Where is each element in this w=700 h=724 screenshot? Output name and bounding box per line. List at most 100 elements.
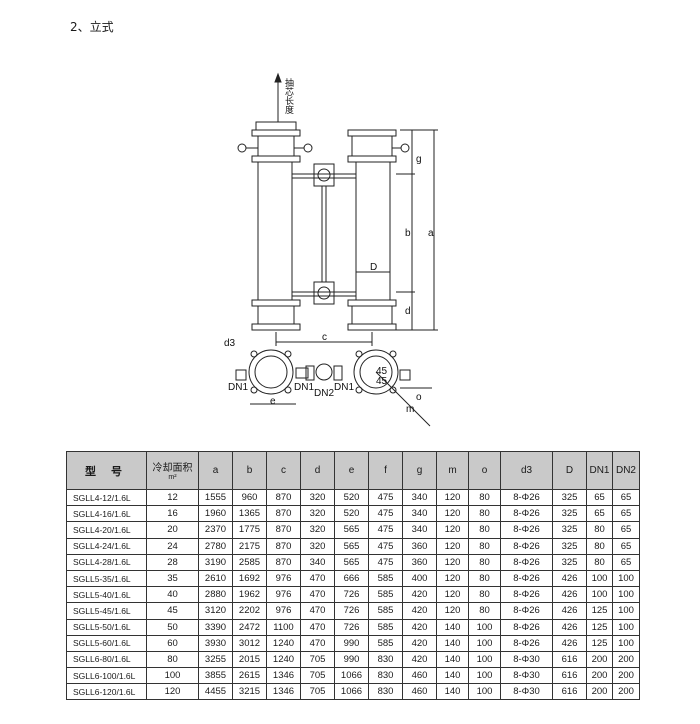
value-cell: 100 <box>468 634 501 652</box>
value-cell: 120 <box>436 586 469 604</box>
value-cell: 1775 <box>232 521 267 539</box>
value-cell: 2175 <box>232 537 267 555</box>
model-cell: SGLL5-35/1.6L <box>66 569 147 588</box>
header-o: o <box>468 451 501 490</box>
value-cell: 460 <box>402 683 437 701</box>
value-cell: 100 <box>468 650 501 669</box>
value-cell: 470 <box>300 618 335 636</box>
drawing-svg <box>235 72 438 427</box>
value-cell: 340 <box>402 488 437 507</box>
value-cell: 60 <box>146 634 199 652</box>
value-cell: 140 <box>436 634 469 652</box>
value-cell: 475 <box>368 505 403 523</box>
value-cell: 100 <box>146 667 199 685</box>
value-cell: 40 <box>146 586 199 604</box>
value-cell: 100 <box>586 586 613 604</box>
value-cell: 475 <box>368 537 403 555</box>
value-cell: 976 <box>266 569 301 588</box>
header-d: d <box>300 451 335 490</box>
value-cell: 65 <box>612 537 640 555</box>
value-cell: 8-Φ30 <box>500 683 553 701</box>
value-cell: 470 <box>300 602 335 620</box>
dim-dn1-left: DN1 <box>228 382 249 393</box>
value-cell: 65 <box>586 505 613 523</box>
value-cell: 8-Φ26 <box>500 602 553 620</box>
model-cell: SGLL5-50/1.6L <box>66 618 147 636</box>
left-top-cap <box>255 121 297 131</box>
plan-center <box>315 363 333 381</box>
value-cell: 200 <box>586 683 613 701</box>
value-cell: 8-Φ26 <box>500 521 553 539</box>
value-cell: 125 <box>586 618 613 636</box>
value-cell: 2610 <box>198 569 233 588</box>
value-cell: 120 <box>436 521 469 539</box>
value-cell: 120 <box>436 505 469 523</box>
left-shell <box>257 161 293 301</box>
value-cell: 2780 <box>198 537 233 555</box>
value-cell: 120 <box>146 683 199 701</box>
value-cell: 426 <box>552 569 587 588</box>
value-cell: 520 <box>334 505 369 523</box>
value-cell: 705 <box>300 683 335 701</box>
value-cell: 20 <box>146 521 199 539</box>
model-cell: SGLL4-20/1.6L <box>66 521 147 539</box>
value-cell: 400 <box>402 569 437 588</box>
value-cell: 460 <box>402 667 437 685</box>
value-cell: 470 <box>300 586 335 604</box>
value-cell: 200 <box>612 683 640 701</box>
value-cell: 325 <box>552 521 587 539</box>
value-cell: 8-Φ26 <box>500 569 553 588</box>
value-cell: 830 <box>368 650 403 669</box>
value-cell: 8-Φ30 <box>500 667 553 685</box>
value-cell: 80 <box>586 537 613 555</box>
valve-left-top <box>237 143 247 153</box>
value-cell: 100 <box>612 634 640 652</box>
value-cell: 3855 <box>198 667 233 685</box>
header-d3: d3 <box>500 451 553 490</box>
value-cell: 426 <box>552 602 587 620</box>
value-cell: 976 <box>266 602 301 620</box>
value-cell: 3255 <box>198 650 233 669</box>
value-cell: 705 <box>300 650 335 669</box>
value-cell: 16 <box>146 505 199 523</box>
left-top-nozzle <box>257 135 295 157</box>
value-cell: 340 <box>402 505 437 523</box>
value-cell: 616 <box>552 667 587 685</box>
value-cell: 325 <box>552 553 587 571</box>
header-g: g <box>402 451 437 490</box>
value-cell: 80 <box>146 650 199 669</box>
value-cell: 200 <box>586 667 613 685</box>
dim-m: m <box>406 404 415 415</box>
value-cell: 8-Φ26 <box>500 586 553 604</box>
value-cell: 830 <box>368 683 403 701</box>
value-cell: 4455 <box>198 683 233 701</box>
model-cell: SGLL6-100/1.6L <box>66 667 147 685</box>
value-cell: 726 <box>334 618 369 636</box>
value-cell: 120 <box>436 553 469 571</box>
value-cell: 320 <box>300 521 335 539</box>
plan-left-circle <box>248 349 294 395</box>
value-cell: 726 <box>334 602 369 620</box>
value-cell: 200 <box>612 650 640 669</box>
dim-e: e <box>270 396 276 407</box>
right-top-flange <box>347 129 397 137</box>
plan-right-circle <box>353 349 399 395</box>
value-cell: 200 <box>586 650 613 669</box>
value-cell: 420 <box>402 634 437 652</box>
left-bottom-flange <box>251 323 301 331</box>
value-cell: 585 <box>368 569 403 588</box>
value-cell: 426 <box>552 618 587 636</box>
value-cell: 100 <box>612 602 640 620</box>
value-cell: 80 <box>468 505 501 523</box>
header-dn2: DN2 <box>612 451 640 490</box>
value-cell: 140 <box>436 618 469 636</box>
value-cell: 2015 <box>232 650 267 669</box>
